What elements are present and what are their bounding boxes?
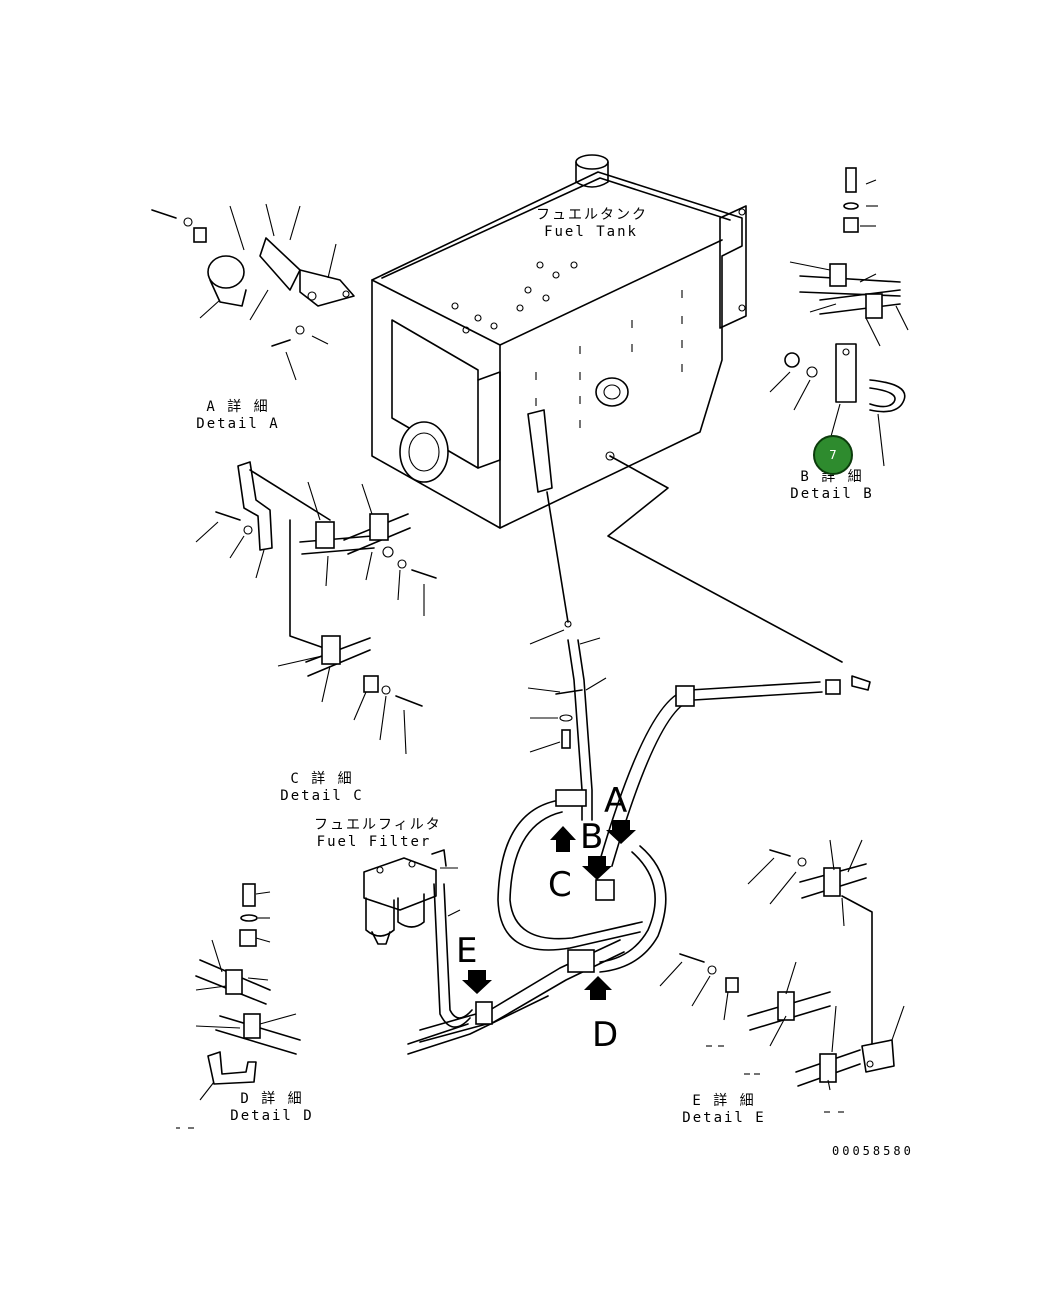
fuel-filter-label-en: Fuel Filter [316, 834, 432, 850]
view-letter-e: E [456, 931, 478, 971]
fuel-tank-label: フュエルタンク Fuel Tank [536, 207, 646, 241]
detail-c-label: C 詳 細 Detail C [280, 771, 364, 805]
fuel-line-drawing [407, 455, 871, 1055]
detail-d-label-en: Detail D [230, 1108, 314, 1124]
detail-e-label: E 詳 細 Detail E [682, 1093, 766, 1127]
fuel-tank-drawing [371, 154, 747, 529]
detail-e-label-en: Detail E [682, 1110, 766, 1126]
view-letter-b: B [580, 817, 604, 857]
pipe-fittings-drawing [440, 620, 607, 917]
detail-c-label-jp: C 詳 細 [290, 771, 354, 787]
view-letter-a: A [604, 781, 628, 821]
detail-b-drawing [769, 167, 909, 467]
detail-b-label-en: Detail B [790, 486, 874, 502]
document-number: 00058580 [832, 1144, 914, 1158]
fuel-tank-label-jp: フュエルタンク [536, 207, 648, 223]
fuel-filter-label: フュエルフィルタ Fuel Filter [314, 817, 442, 851]
detail-d-drawing [195, 883, 301, 1101]
detail-d-label-jp: D 詳 細 [240, 1091, 304, 1107]
detail-d-label: D 詳 細 Detail D [230, 1091, 314, 1125]
detail-e-drawing [176, 839, 905, 1129]
view-letter-c: C [548, 865, 572, 905]
detail-b-label: B 詳 細 Detail B [790, 469, 874, 503]
detail-a-drawing [151, 203, 355, 381]
callout-marker[interactable]: 7 [813, 435, 853, 475]
detail-e-label-jp: E 詳 細 [692, 1093, 756, 1109]
callout-number: 7 [829, 448, 837, 462]
fuel-filter-label-jp: フュエルフィルタ [314, 817, 442, 833]
detail-b-label-jp: B 詳 細 [800, 469, 864, 485]
detail-a-label-jp: A 詳 細 [206, 399, 270, 415]
detail-c-drawing [195, 461, 437, 755]
detail-c-label-en: Detail C [280, 788, 364, 804]
view-letter-d: D [592, 1015, 619, 1055]
detail-a-label-en: Detail A [196, 416, 280, 432]
fuel-filter-drawing [363, 849, 447, 945]
fuel-tank-label-en: Fuel Tank [544, 224, 638, 240]
detail-a-label: A 詳 細 Detail A [196, 399, 280, 433]
